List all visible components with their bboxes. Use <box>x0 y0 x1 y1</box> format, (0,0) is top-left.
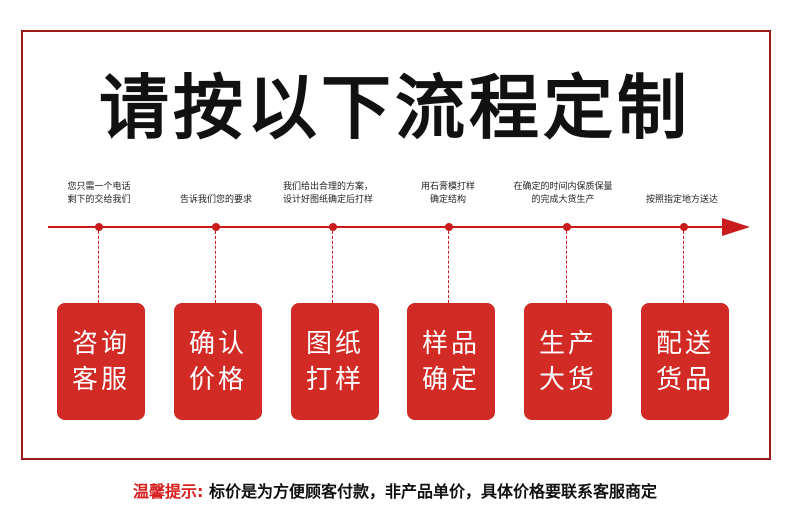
step-label: 图纸 <box>305 328 364 359</box>
step-description-line: 的完成大货生产 <box>531 195 595 205</box>
step-description-line: 用石膏模打样 <box>420 182 475 192</box>
step-label: 打样 <box>305 364 364 395</box>
timeline-dot <box>445 223 453 231</box>
content-frame <box>21 30 771 460</box>
step-drawing-sample[interactable]: 图纸 打样 <box>291 303 379 420</box>
step-description-line: 我们给出合理的方案， <box>282 182 373 192</box>
page-title: 请按以下流程定制 <box>99 67 691 149</box>
step-description-sample: 用石膏模打样 确定结构 <box>388 181 508 207</box>
timeline-dot <box>212 223 220 231</box>
step-description-drawing: 我们给出合理的方案， 设计好图纸确定后打样 <box>268 181 388 207</box>
timeline-dot <box>563 223 571 231</box>
step-description-production: 在确定的时间内保质保量 的完成大货生产 <box>503 181 623 207</box>
step-label: 货品 <box>655 364 714 395</box>
step-label: 大货 <box>538 364 597 395</box>
timeline-connector <box>448 231 449 303</box>
timeline-dot <box>329 223 337 231</box>
step-label: 样品 <box>421 328 480 359</box>
timeline-arrow-icon <box>722 218 750 236</box>
step-consult-service[interactable]: 咨询 客服 <box>57 303 145 420</box>
step-bulk-production[interactable]: 生产 大货 <box>524 303 612 420</box>
notice-label: 温馨提示: <box>133 482 204 501</box>
timeline-line <box>48 226 728 228</box>
notice-banner: 温馨提示: 标价是为方便顾客付款，非产品单价，具体价格要联系客服商定 <box>0 478 790 502</box>
step-label: 生产 <box>538 328 597 359</box>
timeline-connector <box>332 231 333 303</box>
timeline-dot <box>680 223 688 231</box>
timeline-connector <box>566 231 567 303</box>
step-label: 确定 <box>421 364 480 395</box>
timeline-connector <box>215 231 216 303</box>
timeline-dot <box>95 223 103 231</box>
timeline-connector <box>683 231 684 303</box>
step-confirm-price[interactable]: 确认 价格 <box>174 303 262 420</box>
step-label: 确认 <box>188 328 247 359</box>
step-description-line: 确定结构 <box>429 195 466 205</box>
step-label: 客服 <box>71 364 130 395</box>
timeline-connector <box>98 231 99 303</box>
step-description-line: 按照指定地方送达 <box>645 195 718 205</box>
step-delivery[interactable]: 配送 货品 <box>641 303 729 420</box>
step-description-line: 您只需一个电话 <box>67 182 131 192</box>
step-label: 价格 <box>188 364 247 395</box>
step-description-line: 设计好图纸确定后打样 <box>282 195 373 205</box>
step-description-line: 告诉我们您的要求 <box>179 195 252 205</box>
notice-text: 标价是为方便顾客付款，非产品单价，具体价格要联系客服商定 <box>203 482 657 501</box>
step-description-line: 剩下的交给我们 <box>67 195 131 205</box>
step-description-delivery: 按照指定地方送达 <box>622 194 742 207</box>
step-sample-confirm[interactable]: 样品 确定 <box>407 303 495 420</box>
step-label: 咨询 <box>71 328 130 359</box>
step-description-line: 在确定的时间内保质保量 <box>513 182 613 192</box>
step-label: 配送 <box>655 328 714 359</box>
step-description-confirm: 告诉我们您的要求 <box>156 194 276 207</box>
step-description-consult: 您只需一个电话 剩下的交给我们 <box>39 181 159 207</box>
